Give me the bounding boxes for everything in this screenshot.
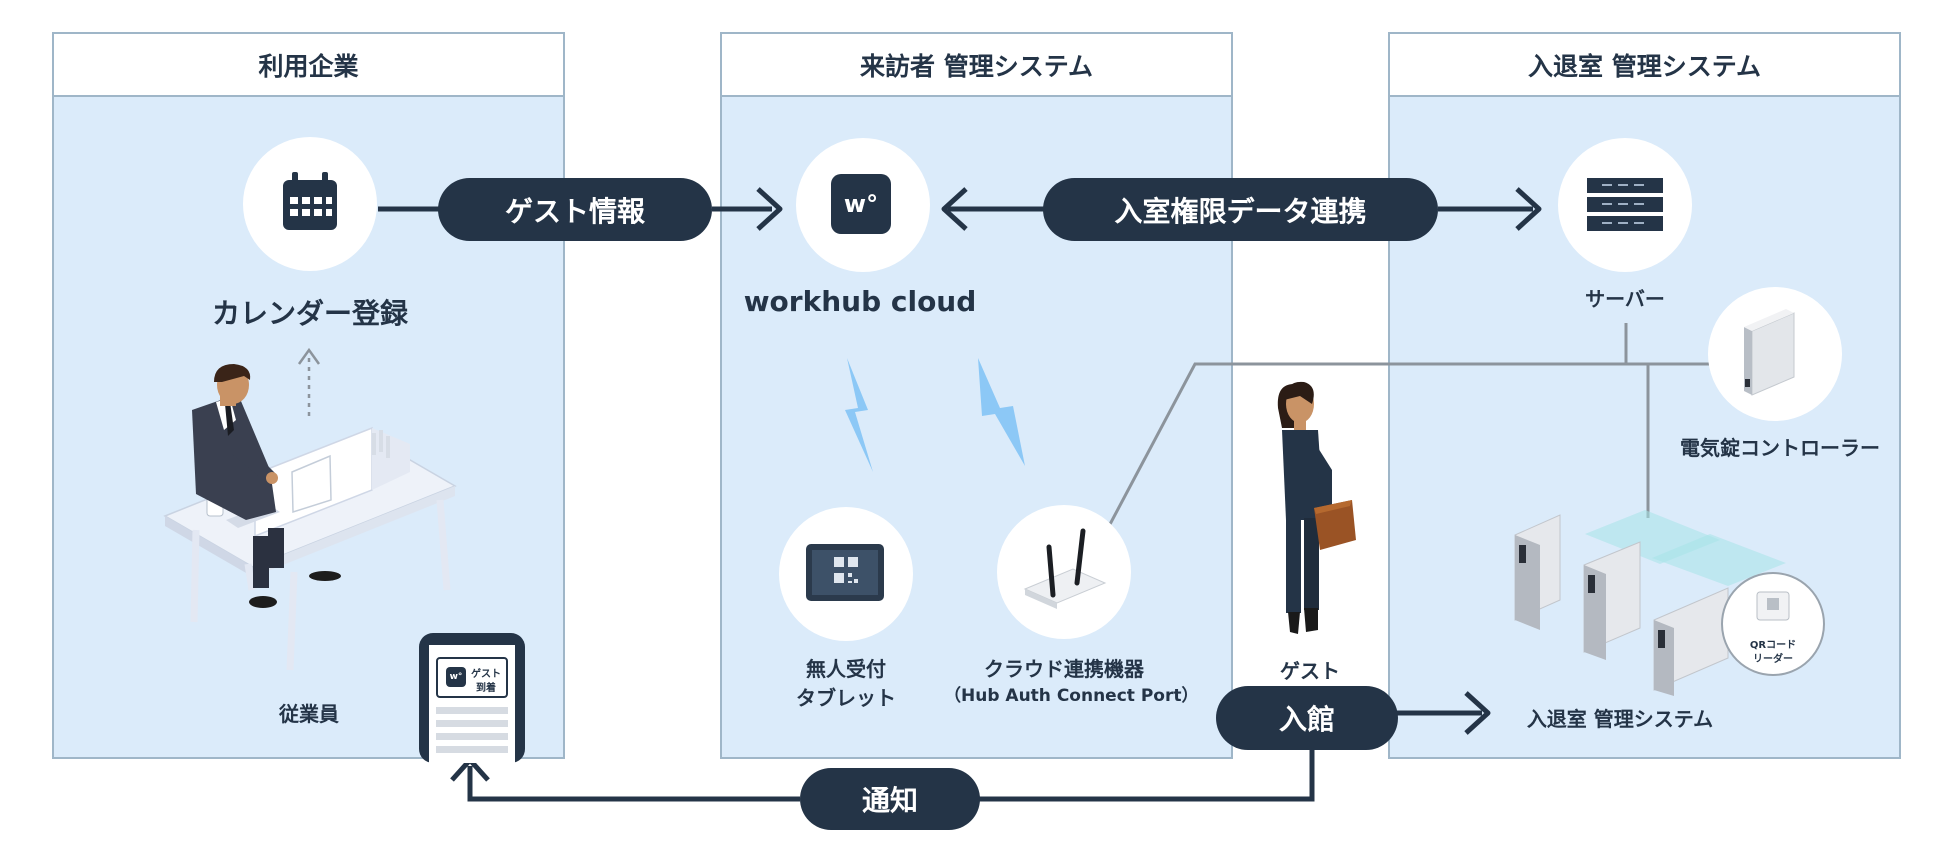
guest-illustration [1277, 381, 1356, 634]
workhub-cloud-label: workhub cloud [743, 285, 977, 318]
qr-reader-label-1: QRコード [1749, 640, 1797, 651]
workhub-logo-icon: w° [831, 174, 891, 234]
tablet-qr-icon [806, 544, 884, 601]
calendar-icon [283, 172, 337, 230]
router-antenna-icon [1023, 528, 1107, 609]
workhub-cloud-circle: w° [796, 138, 930, 272]
tablet-label-line1: 無人受付 [806, 657, 886, 681]
panel-entry-title: 入退室 管理システム [1390, 34, 1899, 97]
entry-pill: 入館 [1216, 686, 1398, 750]
tablet-label-line2: タブレット [796, 686, 896, 710]
phone-notice-line1: ゲスト [471, 669, 501, 680]
qr-reader-label-2: リーダー [1753, 654, 1793, 665]
calendar-label: カレンダー登録 [211, 297, 408, 330]
employee-label: 従業員 [279, 702, 339, 726]
panel-company-title: 利用企業 [54, 34, 563, 97]
lock-controller-icon [1744, 309, 1795, 396]
calendar-dotted-arrow [297, 347, 321, 416]
notify-pill: 通知 [800, 768, 980, 830]
tablet-circle [779, 507, 913, 641]
lightning-icon [845, 358, 873, 472]
cloud-device-circle [997, 505, 1131, 639]
lock-controller-circle [1708, 287, 1842, 421]
server-label: サーバー [1585, 287, 1665, 311]
server-circle [1558, 138, 1692, 272]
employee-desk-illustration [163, 364, 457, 671]
phone-notice-line2: 到着 [476, 683, 496, 694]
panel-visitor-title: 来訪者 管理システム [722, 34, 1231, 97]
server-rack-icon [1587, 178, 1663, 231]
wire-lines [1106, 323, 1710, 529]
guest-info-pill: ゲスト情報 [438, 178, 712, 241]
calendar-circle [243, 137, 377, 271]
access-sync-pill: 入室権限データ連携 [1043, 178, 1438, 241]
entry-system-label: 入退室 管理システム [1526, 707, 1714, 731]
smartphone-notification [419, 633, 525, 763]
flow-connectors [378, 187, 1542, 802]
panel-visitor-system: 来訪者 管理システム [720, 32, 1233, 759]
cloud-device-label-line2: （Hub Auth Connect Port） [944, 686, 1199, 706]
security-gates [1514, 510, 1786, 696]
guest-label: ゲスト [1280, 659, 1340, 683]
phone-app-icon: w° [449, 672, 463, 682]
qr-reader-icon [1756, 591, 1790, 621]
lightning-icon [978, 358, 1025, 466]
cloud-device-label-line1: クラウド連携機器 [984, 657, 1144, 681]
qr-reader-circle: QRコード リーダー [1721, 572, 1825, 676]
lock-controller-label: 電気錠コントローラー [1680, 436, 1880, 460]
